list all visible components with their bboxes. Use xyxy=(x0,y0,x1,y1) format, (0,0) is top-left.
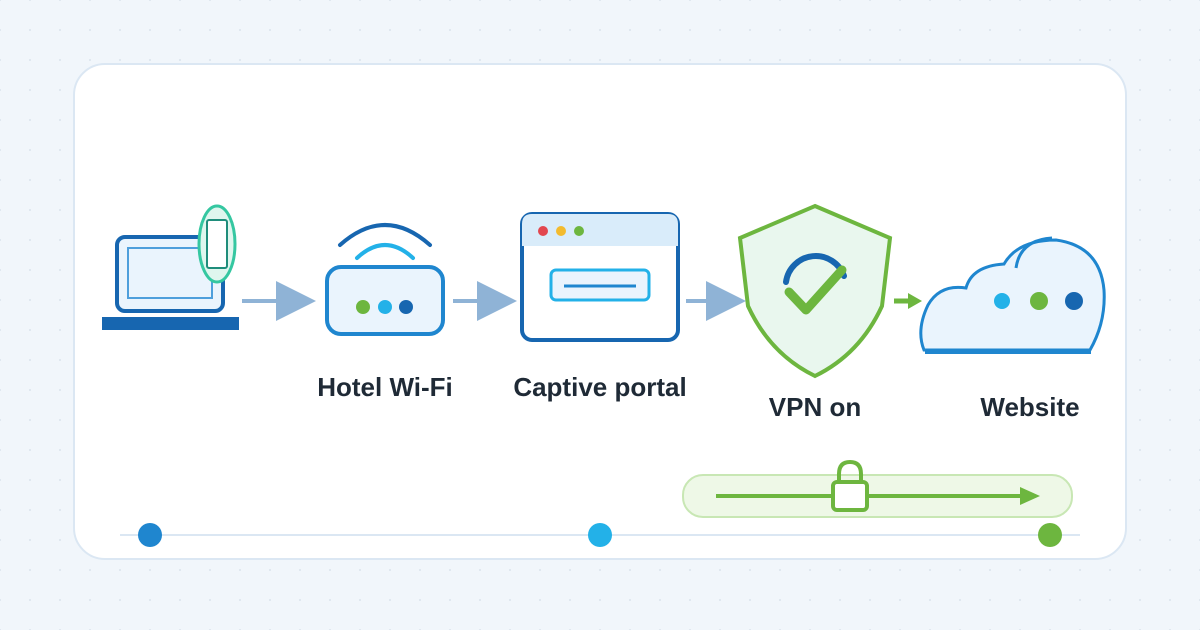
progress-timeline xyxy=(120,523,1080,547)
flow-arrow-4 xyxy=(894,293,922,309)
shield-check-icon xyxy=(737,203,893,379)
phone-icon xyxy=(197,204,237,284)
laptop-icon xyxy=(102,235,239,330)
timeline-dot-middle xyxy=(588,523,612,547)
label-captive-portal: Captive portal xyxy=(513,372,687,402)
label-hotel-wifi: Hotel Wi-Fi xyxy=(317,372,453,402)
padlock-icon xyxy=(831,459,869,512)
label-website: Website xyxy=(980,392,1080,422)
timeline-dot-end xyxy=(1038,523,1062,547)
label-vpn-on: VPN on xyxy=(768,392,862,422)
timeline-dot-start xyxy=(138,523,162,547)
browser-window-icon xyxy=(520,212,680,342)
router-icon xyxy=(325,223,445,336)
cloud-icon xyxy=(919,236,1106,354)
vpn-tunnel xyxy=(682,474,1073,518)
